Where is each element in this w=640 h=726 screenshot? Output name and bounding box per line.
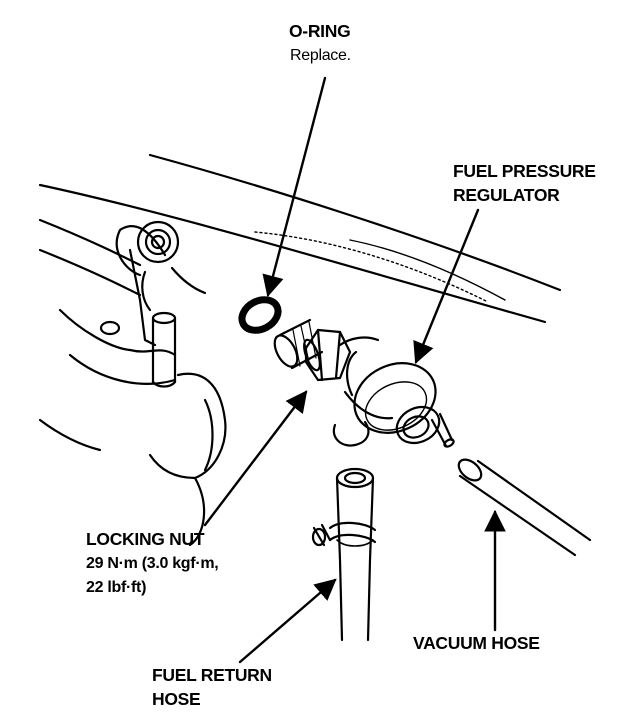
hose-clamp xyxy=(311,521,377,547)
manifold-body xyxy=(38,153,562,547)
regulator-label-line2: REGULATOR xyxy=(453,185,560,205)
regulator-label-line1: FUEL PRESSURE xyxy=(453,161,596,181)
locking-nut-torque-spec-cont: 22 lbf·ft) xyxy=(86,579,147,596)
dowel-stud xyxy=(151,311,177,388)
vacuum-hose-label: VACUUM HOSE xyxy=(413,633,540,653)
o-ring-label: O-RING xyxy=(289,21,351,41)
vacuum-hose xyxy=(457,458,592,557)
fuel-return-hose xyxy=(335,467,375,642)
return-hose-leader-arrow xyxy=(238,578,337,664)
fuel-return-hose-label-line2: HOSE xyxy=(152,689,201,709)
locking-nut-torque-spec: 29 N·m (3.0 kgf·m, xyxy=(86,555,219,572)
o-ring-leader-arrow xyxy=(262,76,327,298)
regulator-nipple xyxy=(273,318,324,370)
regulator-body xyxy=(332,336,455,448)
bracket-bolt xyxy=(136,220,180,312)
fuel-return-hose-label-line1: FUEL RETURN xyxy=(152,665,272,685)
o-ring-note: Replace. xyxy=(290,47,351,64)
locking-nut-label: LOCKING NUT xyxy=(86,529,205,549)
locking-nut-leader-arrow xyxy=(203,390,308,527)
regulator-leader-arrow xyxy=(413,208,480,365)
o-ring xyxy=(238,296,282,334)
locking-nut xyxy=(303,328,352,382)
